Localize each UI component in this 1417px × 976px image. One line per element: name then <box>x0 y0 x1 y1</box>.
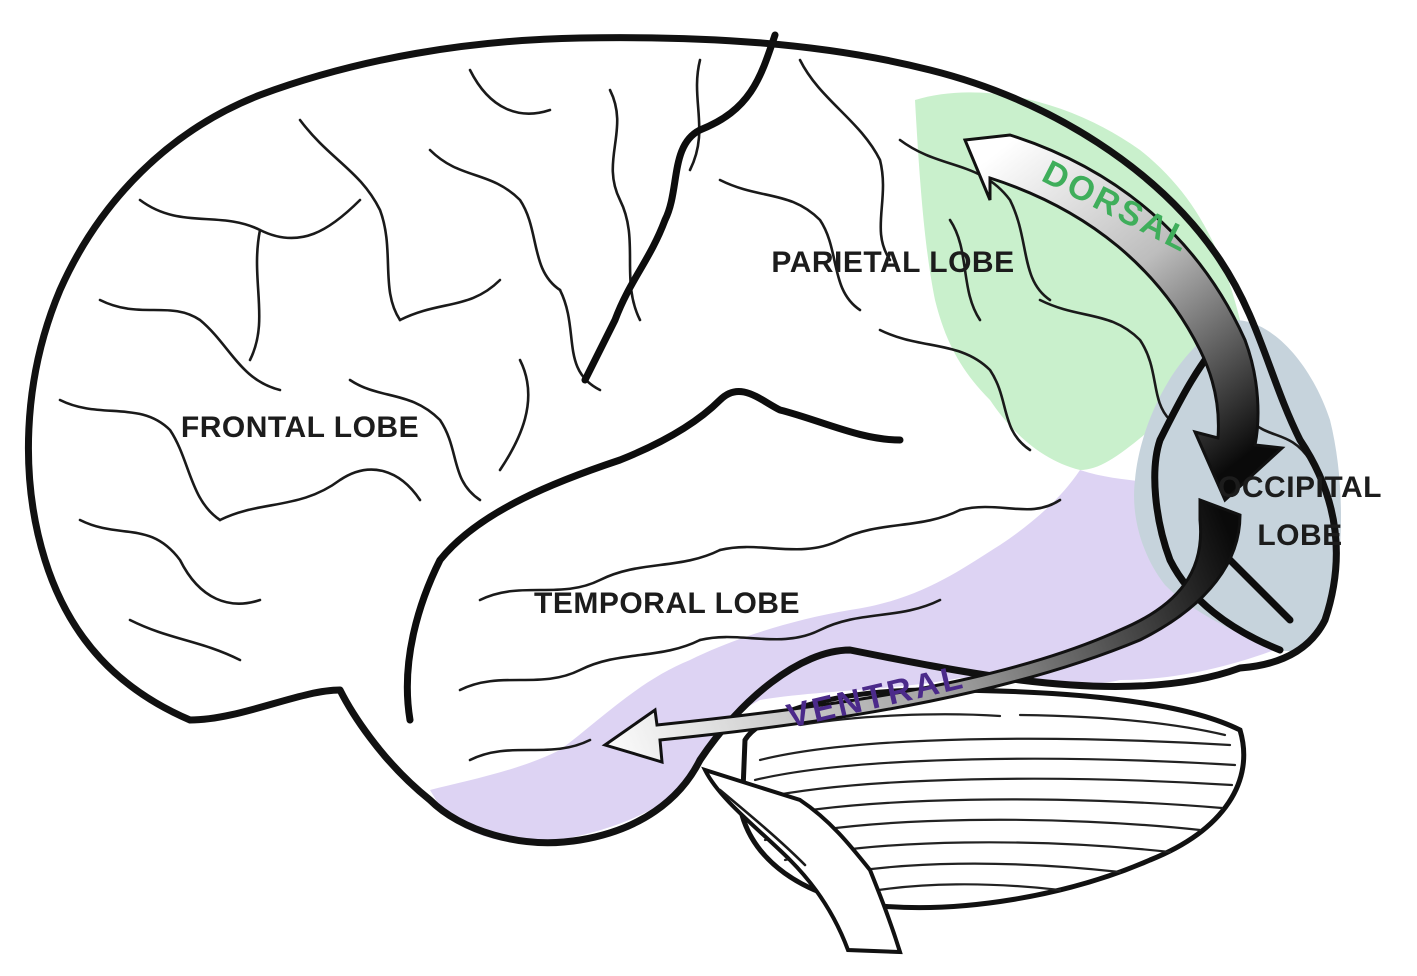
brainstem <box>701 766 903 955</box>
temporal-lobe-label: TEMPORAL LOBE <box>534 587 800 620</box>
occipital-lobe-label-line2: LOBE <box>1257 519 1342 552</box>
cerebellum <box>739 687 1247 911</box>
dorsal-stream-arrow <box>962 133 1286 503</box>
parietal-lobe-label: PARIETAL LOBE <box>771 246 1014 279</box>
frontal-lobe-label: FRONTAL LOBE <box>181 411 419 444</box>
brain-outline <box>24 34 1340 847</box>
occipital-lobe-label-line1: OCCIPITAL <box>1218 471 1382 504</box>
sulci <box>58 31 1312 762</box>
ventral-stream-arrow <box>601 497 1242 765</box>
